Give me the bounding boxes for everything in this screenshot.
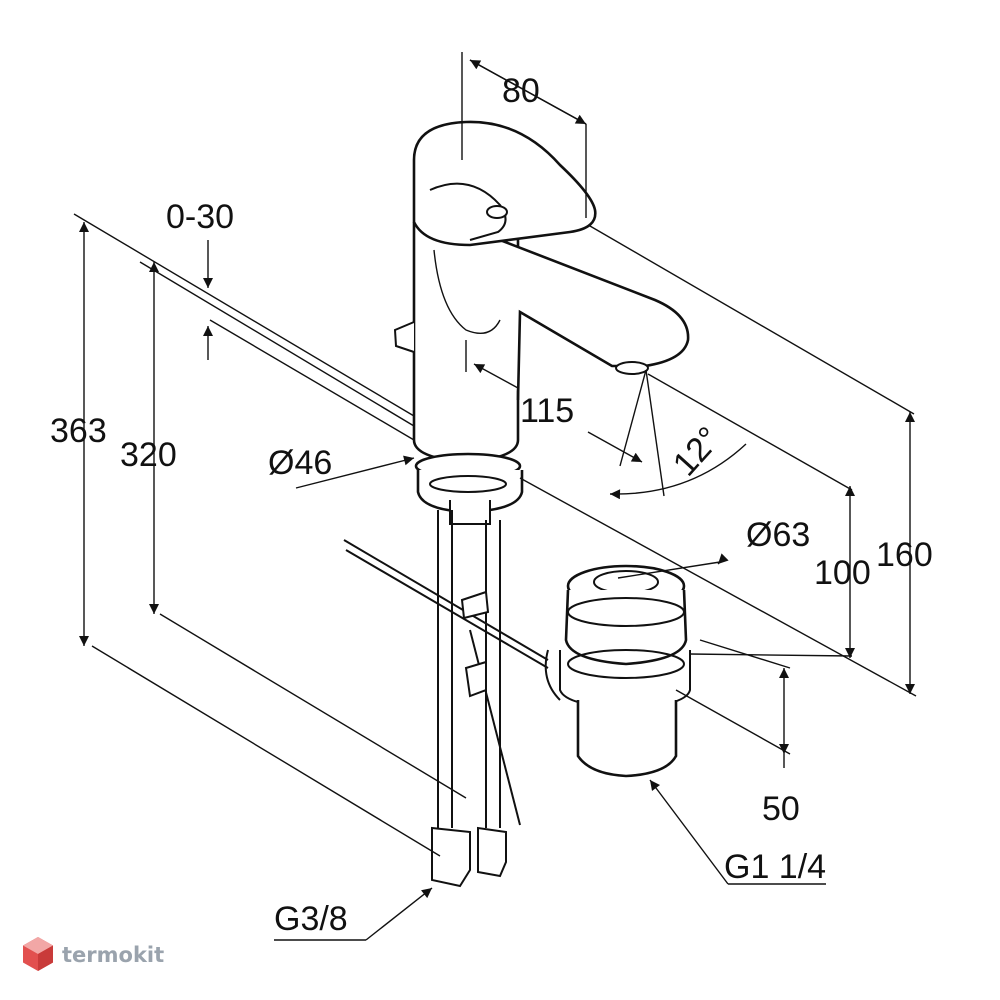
dim-angle-label: 12°: [666, 420, 729, 484]
dim-50-label: 50: [762, 790, 800, 828]
dim-363-label: 363: [50, 412, 107, 450]
hexagon-cube-icon: [23, 937, 53, 971]
dim-100-label: 100: [814, 554, 871, 592]
dim-lift-range-label: 0-30: [166, 198, 234, 236]
faucet-body: [343, 120, 690, 888]
dim-80-label: 80: [502, 72, 540, 110]
dim-115-label: 115: [520, 392, 574, 430]
dim-waste-thread-label: G1 1/4: [724, 848, 826, 886]
dim-hose-thread-label: G3/8: [274, 900, 348, 938]
extension-lines: [73, 52, 917, 857]
watermark-brand: termokit: [62, 943, 164, 967]
dim-320-label: 320: [120, 436, 177, 474]
dimension-lines: [79, 59, 915, 941]
dim-base-diameter-label: Ø46: [268, 444, 332, 482]
dim-waste-diameter-label: Ø63: [746, 516, 810, 554]
dim-160-label: 160: [876, 536, 933, 574]
waste-valve: [544, 564, 691, 778]
watermark: termokit: [23, 937, 164, 971]
